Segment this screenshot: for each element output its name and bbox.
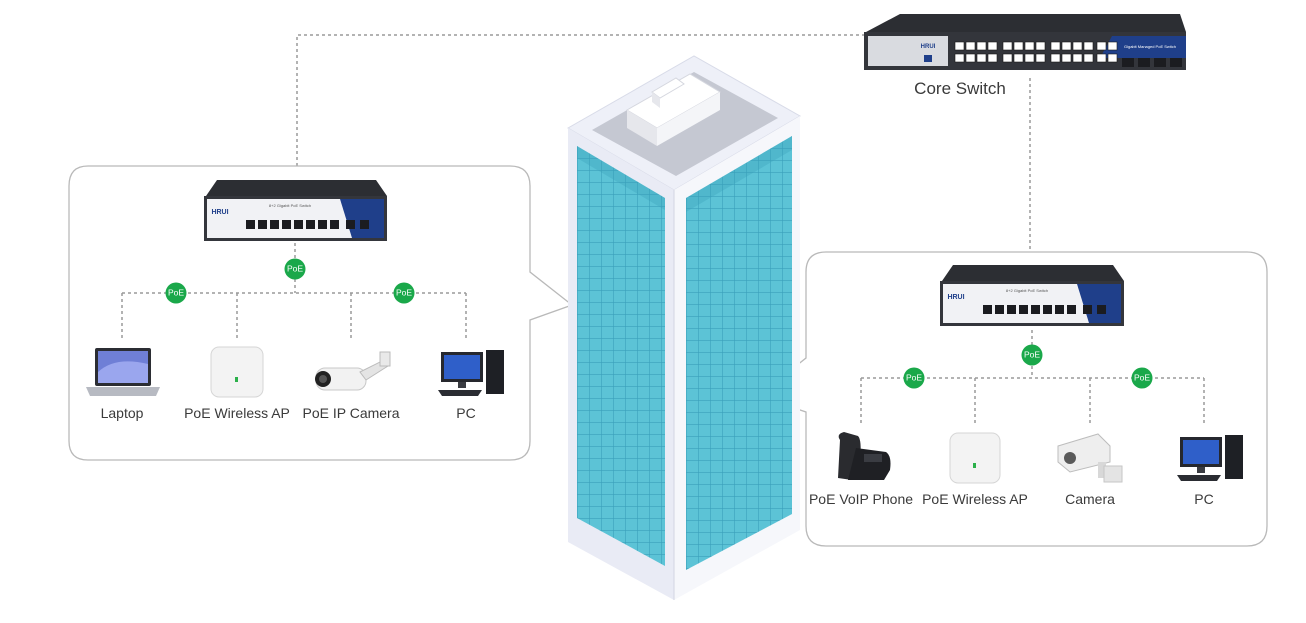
left-panel-frame (68, 165, 574, 461)
box-camera-icon (1057, 433, 1123, 483)
bullet-camera-icon (315, 351, 391, 391)
core-switch-label: Core Switch (914, 79, 1006, 98)
device-label-camera: Camera (1065, 491, 1115, 507)
desktop-pc-icon (438, 350, 504, 396)
poe-badge: PoE (903, 367, 925, 389)
svg-text:HRUI: HRUI (947, 294, 964, 301)
poe-badge: PoE (1021, 344, 1043, 366)
desktop-pc-icon-2 (1177, 435, 1243, 481)
device-label-ip-camera: PoE IP Camera (302, 405, 400, 421)
poe-badge: PoE (1131, 367, 1153, 389)
device-label-laptop: Laptop (100, 405, 144, 421)
svg-text:Gigabit Managed PoE Switch: Gigabit Managed PoE Switch (1124, 44, 1176, 49)
laptop-icon (86, 348, 160, 396)
svg-text:8+2 Gigabit PoE Switch: 8+2 Gigabit PoE Switch (1006, 288, 1048, 293)
right-poe-switch-icon: HRUI 8+2 Gigabit PoE Switch (940, 265, 1124, 326)
poe-badge: PoE (393, 282, 415, 304)
wireless-ap-icon-2 (949, 432, 1001, 484)
svg-text:HRUI: HRUI (921, 44, 936, 50)
svg-text:HRUI: HRUI (211, 209, 228, 216)
svg-text:8+2 Gigabit PoE Switch: 8+2 Gigabit PoE Switch (269, 203, 311, 208)
wireless-ap-icon (210, 346, 264, 398)
office-building-icon (567, 55, 802, 600)
device-label-wireless-ap: PoE Wireless AP (922, 491, 1028, 507)
core-switch-icon: HRUI Gigabit Managed PoE Switch (864, 14, 1186, 70)
device-label-voip-phone: PoE VoIP Phone (808, 491, 914, 507)
left-poe-switch-icon: HRUI 8+2 Gigabit PoE Switch (204, 180, 387, 241)
poe-badge: PoE (284, 258, 306, 280)
uplink-lines (296, 34, 1031, 253)
uplink-left (296, 34, 865, 168)
device-label-wireless-ap: PoE Wireless AP (184, 405, 290, 421)
device-label-pc: PC (456, 405, 476, 421)
poe-badge: PoE (165, 282, 187, 304)
device-label-pc: PC (1194, 491, 1214, 507)
voip-phone-icon (838, 432, 891, 480)
